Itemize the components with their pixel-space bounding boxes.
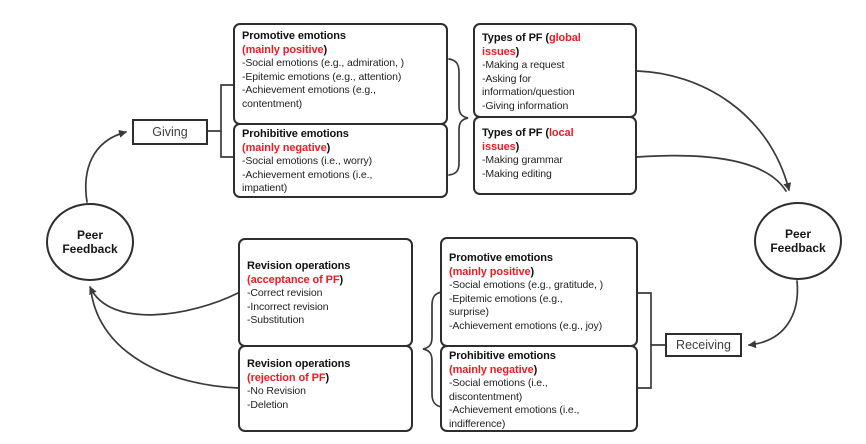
- arrow-leftcircle-to-giving: [85, 129, 127, 203]
- title-black-text: Types of PF (: [482, 127, 549, 139]
- box-line: -Achievement emotions (i.e.,: [242, 168, 373, 181]
- brace-emotions-to-types: [448, 58, 469, 176]
- title-close-paren: ): [515, 140, 520, 153]
- box-line: -Achievement emotions (i.e.,: [449, 404, 580, 416]
- box-giving-promotive-emotions: Promotive emotions (mainly positive) -So…: [233, 23, 448, 125]
- title-red-text: global: [548, 32, 581, 44]
- box-revision-rejection: Revision operations (rejection of PF) -N…: [238, 345, 413, 432]
- box-line: -Correct revision: [247, 287, 323, 299]
- arrow-rightcircle-to-receiving: [748, 280, 799, 349]
- box-title-line1: Types of PF (local: [482, 127, 628, 141]
- title-black-text: Types of PF (: [482, 32, 549, 44]
- bracket-giving-emotions: [220, 84, 234, 158]
- subtitle-close-paren: ): [325, 371, 330, 384]
- title-red-text: issues: [482, 140, 516, 153]
- box-title-line2: issues): [482, 141, 628, 155]
- giving-node: Giving: [132, 119, 208, 145]
- box-line: -Deletion: [247, 398, 289, 411]
- peer-feedback-label-line1: Peer: [76, 228, 104, 242]
- box-title-line1: Types of PF (global: [482, 32, 628, 46]
- box-line: -Asking for: [482, 72, 532, 85]
- box-line: information/question: [482, 86, 575, 98]
- box-receiving-prohibitive-emotions: Prohibitive emotions (mainly negative) -…: [440, 345, 638, 432]
- box-line: -Achievement emotions (e.g., joy): [449, 319, 603, 332]
- subtitle-red-text: (mainly positive: [449, 265, 531, 278]
- box-types-pf-local: Types of PF (local issues) -Making gramm…: [473, 116, 637, 195]
- arrow-local-to-rightcircle: [636, 154, 787, 192]
- subtitle-red-text: (mainly negative: [242, 141, 327, 154]
- box-subtitle: (mainly negative): [449, 364, 629, 378]
- receiving-node: Receiving: [665, 333, 742, 357]
- arrow-rejection-to-leftcircle: [90, 290, 239, 389]
- box-title: Promotive emotions: [242, 30, 346, 42]
- peer-feedback-right-node: Peer Feedback: [754, 202, 842, 280]
- title-red-text: local: [548, 127, 574, 139]
- bracket-receiving-emotions: [637, 292, 652, 389]
- box-line: surprise): [449, 306, 489, 318]
- title-red-text: issues: [482, 45, 516, 58]
- box-line: impatient): [242, 182, 288, 194]
- box-line: -Social emotions (i.e.,: [449, 377, 548, 389]
- box-subtitle: (mainly negative): [242, 142, 439, 156]
- box-subtitle: (mainly positive): [242, 44, 439, 58]
- box-types-pf-global: Types of PF (global issues) -Making a re…: [473, 23, 637, 118]
- subtitle-close-paren: ): [326, 141, 331, 154]
- subtitle-red-text: (mainly positive: [242, 43, 324, 56]
- box-revision-acceptance: Revision operations (acceptance of PF) -…: [238, 238, 413, 347]
- subtitle-red-text: (mainly negative: [449, 363, 534, 376]
- arrow-global-to-rightcircle: [636, 70, 792, 191]
- box-subtitle: (acceptance of PF): [247, 274, 404, 288]
- box-line: -Substitution: [247, 314, 305, 326]
- box-title: Revision operations: [247, 260, 351, 272]
- box-line: indifference): [449, 417, 506, 430]
- box-title: Promotive emotions: [449, 252, 553, 264]
- box-line: -Epitemic emotions (e.g., attention): [242, 70, 402, 83]
- peer-feedback-left-node: Peer Feedback: [46, 203, 134, 281]
- arrow-acceptance-to-leftcircle: [89, 286, 239, 316]
- box-line: -Social emotions (e.g., admiration, ): [242, 57, 405, 69]
- box-line: -No Revision: [247, 385, 306, 397]
- box-subtitle: (mainly positive): [449, 266, 629, 280]
- box-receiving-promotive-emotions: Promotive emotions (mainly positive) -So…: [440, 237, 638, 347]
- box-line: -Making a request: [482, 59, 565, 71]
- receiving-label: Receiving: [676, 338, 731, 352]
- subtitle-close-paren: ): [339, 273, 344, 286]
- box-title: Prohibitive emotions: [449, 350, 556, 362]
- box-title: Prohibitive emotions: [242, 128, 349, 140]
- subtitle-close-paren: ): [533, 363, 538, 376]
- box-giving-prohibitive-emotions: Prohibitive emotions (mainly negative) -…: [233, 123, 448, 198]
- box-line: -Giving information: [482, 99, 569, 112]
- box-line: -Social emotions (e.g., gratitude, ): [449, 279, 603, 291]
- box-title-line2: issues): [482, 46, 628, 60]
- peer-feedback-label-line1: Peer: [784, 227, 812, 241]
- box-line: -Incorrect revision: [247, 300, 329, 313]
- box-line: -Making grammar: [482, 154, 563, 166]
- peer-feedback-label-line2: Feedback: [62, 242, 118, 256]
- box-title: Revision operations: [247, 358, 351, 370]
- peer-feedback-label-line2: Feedback: [770, 241, 826, 255]
- box-line: -Social emotions (i.e., worry): [242, 155, 373, 167]
- box-line: contentment): [242, 97, 303, 110]
- giving-label: Giving: [152, 125, 188, 139]
- subtitle-red-text: (rejection of PF: [247, 371, 326, 384]
- box-line: discontentment): [449, 390, 523, 403]
- title-close-paren: ): [515, 45, 520, 58]
- box-line: -Epitemic emotions (e.g.,: [449, 292, 563, 305]
- box-line: -Achievement emotions (e.g.,: [242, 84, 376, 96]
- box-subtitle: (rejection of PF): [247, 372, 404, 386]
- subtitle-red-text: (acceptance of PF: [247, 273, 340, 286]
- subtitle-close-paren: ): [323, 43, 328, 56]
- box-line: -Making editing: [482, 167, 552, 180]
- subtitle-close-paren: ): [530, 265, 535, 278]
